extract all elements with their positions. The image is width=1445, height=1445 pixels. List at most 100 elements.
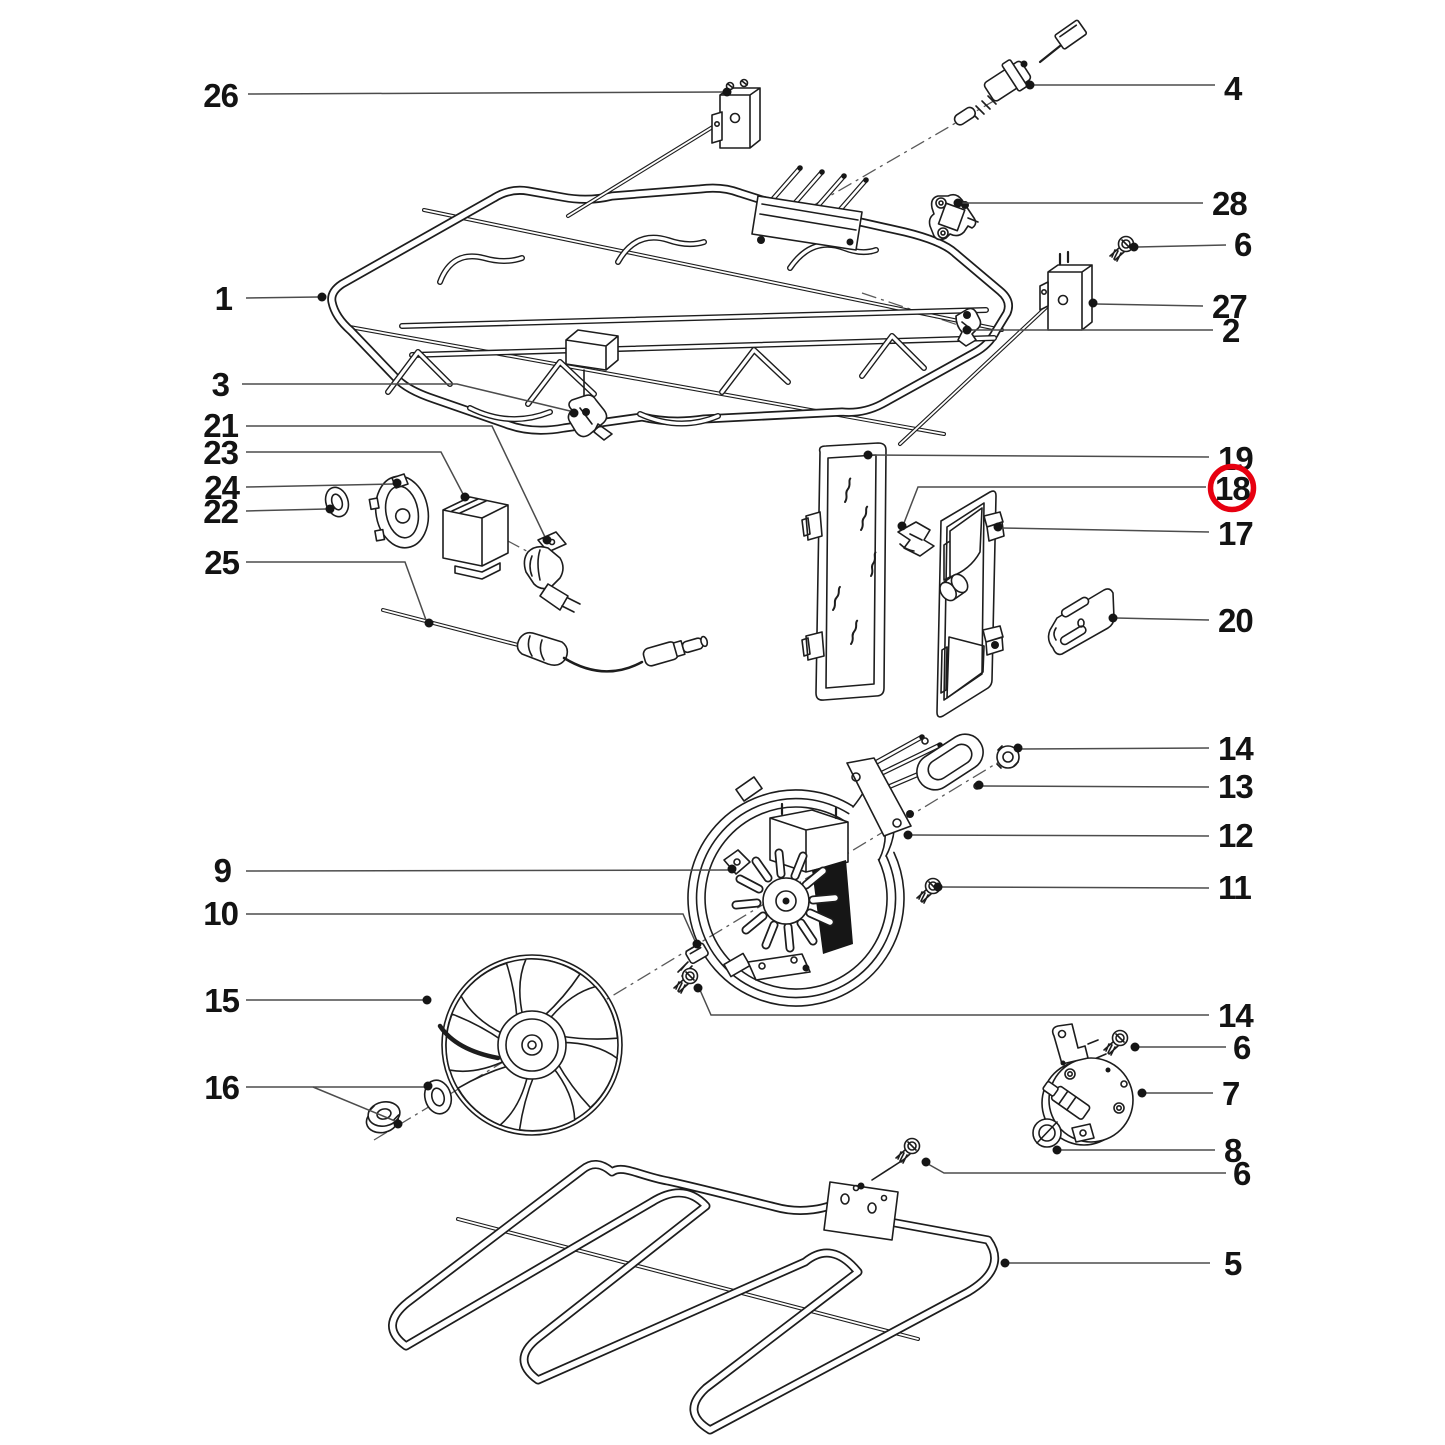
ring-part-8 (1032, 1118, 1062, 1148)
callout-number-27[interactable]: 27 (1212, 288, 1248, 325)
thermostat-part-27 (898, 250, 1093, 446)
callout-number-8[interactable]: 8 (1224, 1132, 1243, 1169)
callout-14-mid[interactable]: 14 (693, 983, 1255, 1035)
leader-dot-28 (953, 198, 963, 208)
leader-dot-26 (722, 87, 732, 97)
door-frame-part-17 (936, 490, 1005, 718)
callout-number-3[interactable]: 3 (212, 366, 231, 403)
leader-line-19 (870, 454, 1210, 458)
lamp-housing-part-24 (368, 473, 430, 549)
leader-dot-2 (962, 325, 972, 335)
callout-number-18[interactable]: 18 (1215, 470, 1251, 507)
callout-2[interactable]: 2 (962, 312, 1241, 349)
callout-number-20[interactable]: 20 (1218, 602, 1254, 639)
callout-16[interactable]: 16 (204, 1069, 433, 1129)
callout-1[interactable]: 1 (215, 280, 327, 317)
callout-18[interactable]: 18 (897, 463, 1257, 531)
leader-line-21 (246, 425, 546, 538)
callout-10[interactable]: 10 (203, 895, 702, 949)
leader-line-23 (246, 451, 464, 495)
callout-number-2[interactable]: 2 (1222, 312, 1241, 349)
callout-number-6-top[interactable]: 6 (1234, 226, 1253, 263)
callout-number-6-mid[interactable]: 6 (1233, 1029, 1252, 1066)
element-terminal-block (751, 165, 869, 251)
leader-line-10 (246, 913, 696, 942)
callout-19[interactable]: 19 (863, 440, 1254, 477)
leader-dot-19 (863, 450, 873, 460)
leader-line-22 (245, 508, 327, 512)
leader-dot-20 (1108, 613, 1118, 623)
callout-6-mid[interactable]: 6 (1130, 1029, 1252, 1066)
callout-20[interactable]: 20 (1108, 602, 1254, 639)
callout-number-9[interactable]: 9 (214, 852, 233, 889)
callout-number-7[interactable]: 7 (1222, 1075, 1240, 1112)
leader-dot-8 (1052, 1145, 1062, 1155)
bolt-part-10 (677, 942, 709, 977)
callout-number-6-bottom[interactable]: 6 (1233, 1155, 1252, 1192)
callout-6-bottom[interactable]: 6 (921, 1155, 1252, 1192)
callout-number-17[interactable]: 17 (1218, 515, 1254, 552)
callout-3[interactable]: 3 (212, 366, 579, 418)
leader-dot-25 (424, 618, 434, 628)
callout-7[interactable]: 7 (1137, 1075, 1240, 1112)
callout-number-23[interactable]: 23 (203, 434, 239, 471)
callout-5[interactable]: 5 (1000, 1245, 1243, 1282)
leader-dot-3 (569, 408, 579, 418)
callout-number-25[interactable]: 25 (204, 544, 240, 581)
leader-line-18 (903, 486, 1206, 524)
callout-number-12[interactable]: 12 (1218, 817, 1254, 854)
callout-number-22[interactable]: 22 (203, 493, 239, 530)
callout-number-11[interactable]: 11 (1218, 869, 1253, 906)
callout-23[interactable]: 23 (203, 434, 470, 502)
callout-17[interactable]: 17 (993, 515, 1254, 552)
callout-number-13[interactable]: 13 (1218, 768, 1254, 805)
callout-24[interactable]: 24 (204, 469, 402, 506)
leader-line-9 (245, 869, 729, 872)
callout-26[interactable]: 26 (203, 77, 732, 114)
callout-4[interactable]: 4 (1025, 70, 1244, 107)
callout-number-26[interactable]: 26 (203, 77, 239, 114)
callout-25[interactable]: 25 (204, 544, 434, 628)
callout-11[interactable]: 11 (933, 869, 1253, 906)
thermostat-part-26 (566, 78, 761, 218)
callout-28[interactable]: 28 (953, 185, 1248, 222)
leader-dot-7 (1137, 1088, 1147, 1098)
leader-line-12 (910, 834, 1210, 837)
leader-dot-11 (933, 882, 943, 892)
callout-number-14-mid[interactable]: 14 (1218, 997, 1255, 1034)
latch-part-18 (897, 521, 935, 557)
leader-dot-18 (897, 521, 907, 531)
callout-number-24[interactable]: 24 (204, 469, 241, 506)
callout-15[interactable]: 15 (204, 982, 432, 1019)
leader-dot-17 (993, 522, 1003, 532)
box-part-23 (442, 496, 509, 580)
callout-14-top[interactable]: 14 (1013, 730, 1255, 767)
leader-dot-24 (392, 478, 402, 488)
leader-dot-9 (727, 864, 737, 874)
leader-dot-6-top (1129, 242, 1139, 252)
callout-6-top[interactable]: 6 (1129, 226, 1253, 263)
callout-number-16[interactable]: 16 (204, 1069, 240, 1106)
callout-21[interactable]: 21 (203, 407, 552, 545)
callout-number-10[interactable]: 10 (203, 895, 239, 932)
callout-number-21[interactable]: 21 (203, 407, 239, 444)
callout-number-4[interactable]: 4 (1224, 70, 1244, 107)
callout-27[interactable]: 27 (1088, 288, 1248, 325)
callout-9[interactable]: 9 (214, 852, 737, 889)
leader-dot-14-top (1013, 743, 1023, 753)
leader-dot-5 (1000, 1258, 1010, 1268)
callout-number-14-top[interactable]: 14 (1218, 730, 1255, 767)
callout-8[interactable]: 8 (1052, 1132, 1243, 1169)
callout-12[interactable]: 12 (903, 817, 1254, 854)
callout-13[interactable]: 13 (974, 768, 1254, 805)
leader-line-14-mid (699, 989, 1209, 1016)
callout-number-15[interactable]: 15 (204, 982, 240, 1019)
callout-number-1[interactable]: 1 (215, 280, 234, 317)
leader-line-16 (312, 1086, 396, 1122)
callout-number-28[interactable]: 28 (1212, 185, 1248, 222)
callout-number-5[interactable]: 5 (1224, 1245, 1243, 1282)
callout-22[interactable]: 22 (203, 493, 335, 530)
leader-dot-16 (423, 1081, 433, 1091)
